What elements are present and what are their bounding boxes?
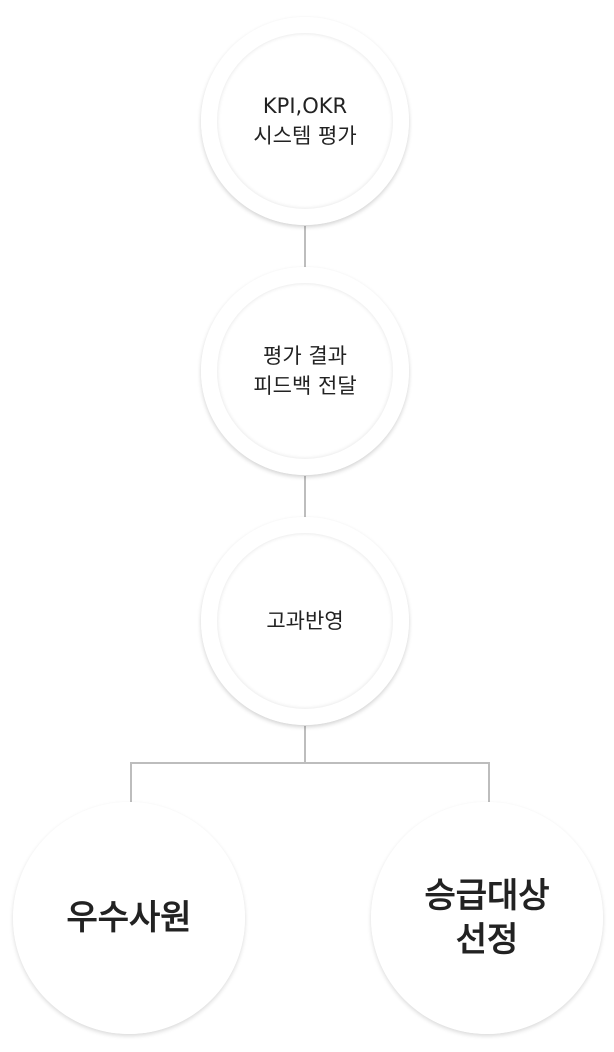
node-excellent-employee: 우수사원 <box>13 802 245 1034</box>
node-label: 승급대상 선정 <box>424 876 550 960</box>
connector-branch-right <box>488 762 490 802</box>
connector-kpi-feedback <box>304 226 306 276</box>
node-label: KPI,OKR 시스템 평가 <box>253 94 357 148</box>
node-inner <box>29 818 229 1018</box>
node-performance-reflection: 고과반영 <box>201 517 409 725</box>
node-label: 우수사원 <box>66 898 192 938</box>
node-feedback-delivery: 평가 결과 피드백 전달 <box>201 267 409 475</box>
node-label: 고과반영 <box>266 609 344 633</box>
node-label: 평가 결과 피드백 전달 <box>253 344 357 398</box>
node-promotion-selection: 승급대상 선정 <box>371 802 603 1034</box>
connector-reflect-branch <box>304 726 306 763</box>
connector-branch-horizontal <box>130 762 490 764</box>
connector-branch-left <box>130 762 132 802</box>
node-inner <box>217 33 393 209</box>
node-kpi-okr-evaluation: KPI,OKR 시스템 평가 <box>201 17 409 225</box>
node-inner <box>217 533 393 709</box>
node-inner <box>387 818 587 1018</box>
connector-feedback-reflect <box>304 476 306 526</box>
node-inner <box>217 283 393 459</box>
